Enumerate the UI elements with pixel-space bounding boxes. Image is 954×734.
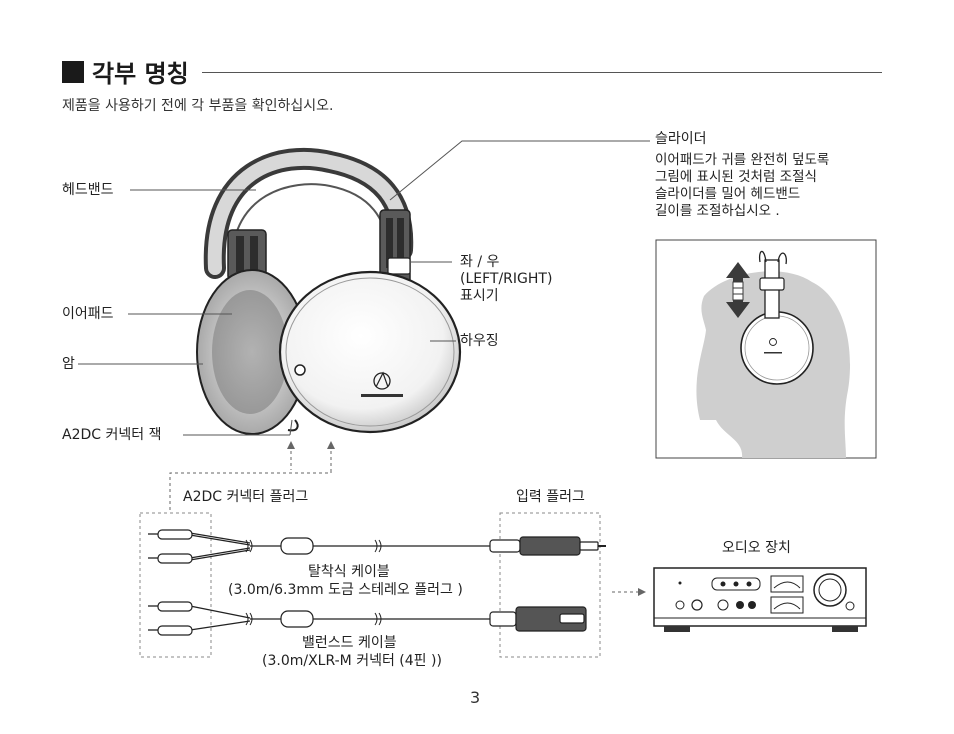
label-cable2-spec: (3.0m/XLR-M 커넥터 (4핀 ))	[262, 653, 442, 669]
detachable-cable	[189, 532, 490, 561]
housing-shape	[278, 270, 462, 434]
label-lr-indicator-line1: 좌 / 우	[460, 254, 500, 270]
label-slider: 슬라이더	[655, 131, 707, 147]
lr-indicator-shape	[387, 257, 411, 275]
label-cable2-title: 밸런스드 케이블	[302, 635, 397, 651]
label-cable1-title: 탈착식 케이블	[308, 564, 390, 580]
slider-desc-line: 길이를 조절하십시오 .	[655, 203, 780, 219]
label-lr-indicator-line2: (LEFT/RIGHT)	[460, 271, 553, 287]
intro-text: 제품을 사용하기 전에 각 부품을 확인하십시오.	[62, 98, 334, 114]
brand-logo	[373, 372, 391, 390]
page-number: 3	[470, 688, 481, 707]
label-lr-indicator-line3: 표시기	[460, 288, 499, 304]
label-input-plug: 입력 플러그	[516, 489, 585, 505]
input-plug-frame	[499, 512, 601, 658]
label-earpad: 이어패드	[62, 306, 114, 322]
headphone-drawing	[196, 148, 462, 435]
audio-device-drawing	[653, 567, 867, 632]
slider-desc-line: 이어패드가 귀를 완전히 덮도록	[655, 152, 830, 168]
label-headband: 헤드밴드	[62, 182, 114, 198]
balanced-cable	[189, 605, 490, 631]
title-divider	[202, 72, 882, 73]
to-device-arrow-icon	[638, 588, 646, 596]
heading-square-icon	[62, 61, 84, 83]
label-audio-device: 오디오 장치	[722, 540, 791, 556]
label-arm: 암	[62, 356, 75, 372]
label-a2dc-plug: A2DC 커넥터 플러그	[183, 489, 309, 505]
label-cable1-spec: (3.0m/6.3mm 도금 스테레오 플러그 )	[228, 582, 463, 598]
label-housing: 하우징	[460, 333, 499, 349]
slider-desc-line: 슬라이더를 밀어 헤드밴드	[655, 186, 801, 202]
slider-desc-line: 그림에 표시된 것처럼 조절식	[655, 169, 817, 185]
head-headphone-cup	[740, 311, 814, 385]
page-title: 각부 명칭	[92, 60, 189, 88]
label-connector-jack: A2DC 커넥터 잭	[62, 427, 162, 443]
